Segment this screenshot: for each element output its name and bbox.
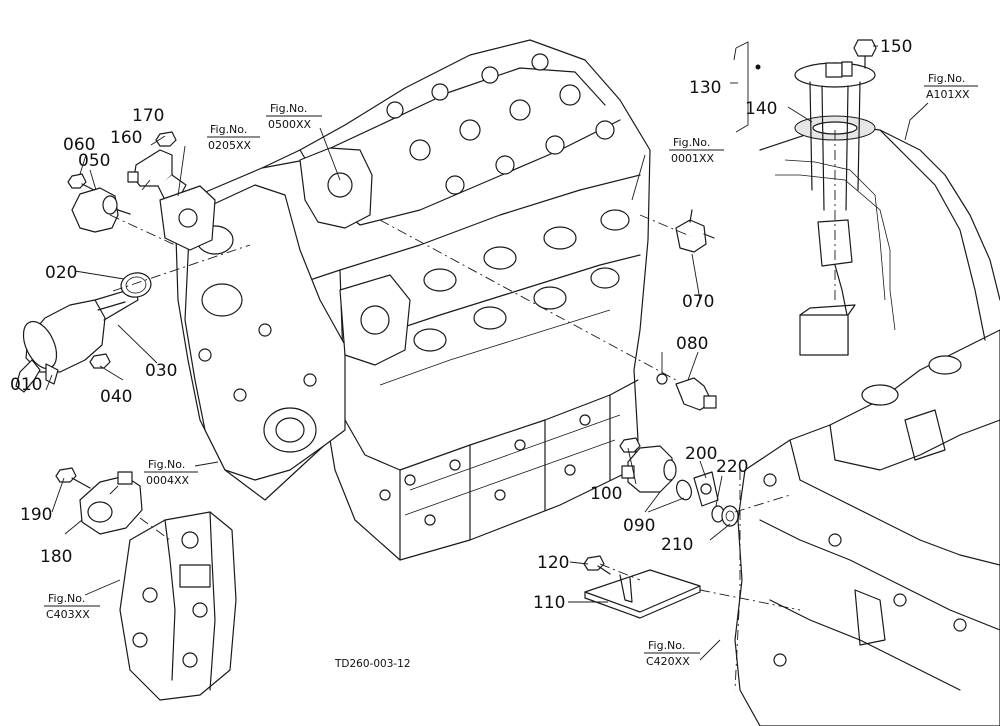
svg-text:A101XX: A101XX (926, 88, 970, 101)
part-080-sensor (656, 373, 717, 411)
callout-220: 220 (716, 457, 748, 477)
svg-text:Fig.No.: Fig.No. (48, 592, 85, 605)
svg-text:Fig.No.: Fig.No. (648, 639, 685, 652)
callout-210: 210 (661, 535, 693, 555)
fig-ref-C420: Fig.No. C420XX (644, 639, 700, 668)
svg-text:0004XX: 0004XX (146, 474, 190, 487)
callout-170: 170 (132, 106, 164, 126)
fig-ref-0001: Fig.No. 0001XX (669, 136, 724, 165)
svg-text:Fig.No.: Fig.No. (210, 123, 247, 136)
svg-text:C403XX: C403XX (46, 608, 90, 621)
part-090-sensor (621, 445, 677, 493)
part-110-plate (584, 569, 701, 619)
part-120-bolt (583, 555, 611, 575)
callout-050: 050 (78, 151, 110, 171)
callout-140: 140 (745, 99, 777, 119)
callout-010: 010 (10, 375, 42, 395)
callout-040: 040 (100, 387, 132, 407)
fig-ref-C403: Fig.No. C403XX (44, 592, 100, 621)
callout-070: 070 (682, 292, 714, 312)
part-050-sensor (71, 187, 131, 233)
svg-text:Fig.No.: Fig.No. (270, 102, 307, 115)
callout-labels: 010 020 030 040 050 060 070 080 090 100 … (10, 37, 912, 613)
transmission-housing (734, 329, 1000, 726)
part-100-bolt (619, 437, 641, 453)
part-190-bolt (55, 467, 91, 489)
callout-060: 060 (63, 135, 95, 155)
fig-ref-0205: Fig.No. 0205XX (207, 123, 260, 152)
part-180-sensor (79, 471, 143, 535)
valve-body-c403 (119, 511, 237, 701)
engine-block (174, 39, 651, 561)
svg-text:0001XX: 0001XX (671, 152, 715, 165)
drawing-code: TD260-003-12 (334, 658, 411, 670)
callout-090: 090 (623, 516, 655, 536)
fig-ref-0500: Fig.No. 0500XX (266, 102, 322, 131)
part-160-sensor (127, 149, 187, 201)
fig-ref-0004: Fig.No. 0004XX (144, 458, 198, 487)
callout-190: 190 (20, 505, 52, 525)
callout-180: 180 (40, 547, 72, 567)
part-040-bolt (89, 353, 111, 369)
part-060-bolt (67, 173, 95, 191)
callout-120: 120 (537, 553, 569, 573)
callout-100: 100 (590, 484, 622, 504)
callout-160: 160 (110, 128, 142, 148)
callout-110: 110 (533, 593, 565, 613)
svg-text:Fig.No.: Fig.No. (928, 72, 965, 85)
figure-references: Fig.No. 0205XX Fig.No. 0500XX Fig.No. 00… (44, 72, 978, 668)
leader-lines (45, 41, 929, 661)
callout-150: 150 (880, 37, 912, 57)
part-210-washer (721, 505, 739, 527)
assembly-lines (109, 130, 836, 691)
callout-020: 020 (45, 263, 77, 283)
svg-text:C420XX: C420XX (646, 655, 690, 668)
part-090-o-ring (675, 479, 693, 501)
fuel-sender-assembly (755, 39, 877, 356)
callout-080: 080 (676, 334, 708, 354)
part-170-bolt (155, 131, 177, 147)
svg-text:Fig.No.: Fig.No. (148, 458, 185, 471)
fig-ref-A101: Fig.No. A101XX (924, 72, 978, 101)
callout-030: 030 (145, 361, 177, 381)
svg-text:0205XX: 0205XX (208, 139, 252, 152)
svg-text:0500XX: 0500XX (268, 118, 312, 131)
callout-200: 200 (685, 444, 717, 464)
callout-130: 130 (689, 78, 721, 98)
svg-text:Fig.No.: Fig.No. (673, 136, 710, 149)
part-070-sensor (675, 209, 715, 253)
fuel-tank (759, 124, 1000, 341)
part-020-o-ring (120, 272, 152, 298)
